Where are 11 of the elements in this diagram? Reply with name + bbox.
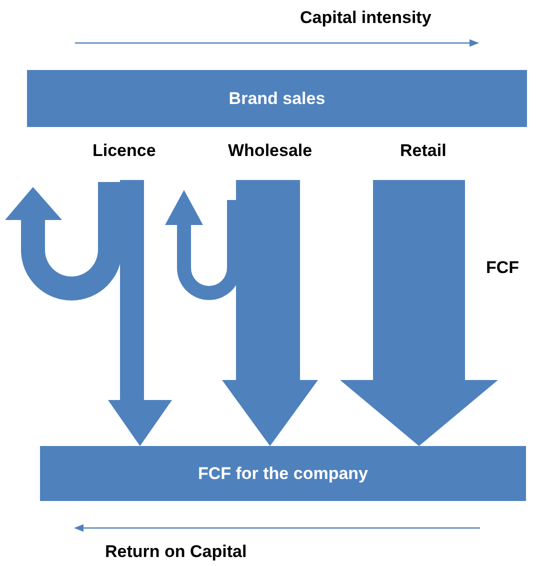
axis-label: Return on Capital xyxy=(105,542,247,562)
block-arrow xyxy=(340,180,498,446)
annotation-label: Retail xyxy=(400,141,446,161)
block-arrow xyxy=(165,180,318,446)
bar-box: FCF for the company xyxy=(40,446,526,501)
bar-box: Brand sales xyxy=(27,70,527,127)
axis-label: Capital intensity xyxy=(300,8,432,28)
block-arrow xyxy=(5,180,172,446)
annotation-label: Licence xyxy=(92,141,156,161)
annotation-label: FCF xyxy=(486,258,520,278)
annotation-label: Wholesale xyxy=(228,141,312,161)
